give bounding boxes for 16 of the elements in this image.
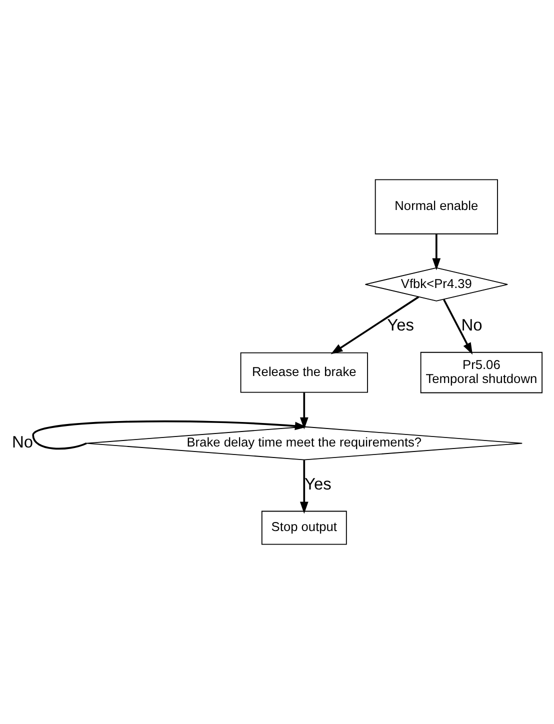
- edge-label: Yes: [387, 316, 414, 335]
- node-box: Normal enable: [374, 179, 498, 234]
- node-box: Pr5.06 Temporal shutdown: [420, 352, 543, 394]
- arrow: [443, 299, 473, 355]
- arrow: [300, 392, 308, 430]
- arrow: [432, 234, 441, 270]
- edge-label: Yes: [304, 474, 332, 494]
- node-diamond: Vfbk<Pr4.39: [364, 267, 508, 302]
- arrow: [330, 296, 420, 354]
- edge-label: No: [12, 432, 34, 452]
- arrow: [32, 420, 307, 450]
- node-box: Release the brake: [240, 352, 368, 393]
- edge-label: No: [461, 316, 482, 335]
- node-box: Stop output: [261, 510, 347, 545]
- arrow: [300, 460, 308, 514]
- node-diamond: Brake delay time meet the requirements?: [86, 426, 523, 460]
